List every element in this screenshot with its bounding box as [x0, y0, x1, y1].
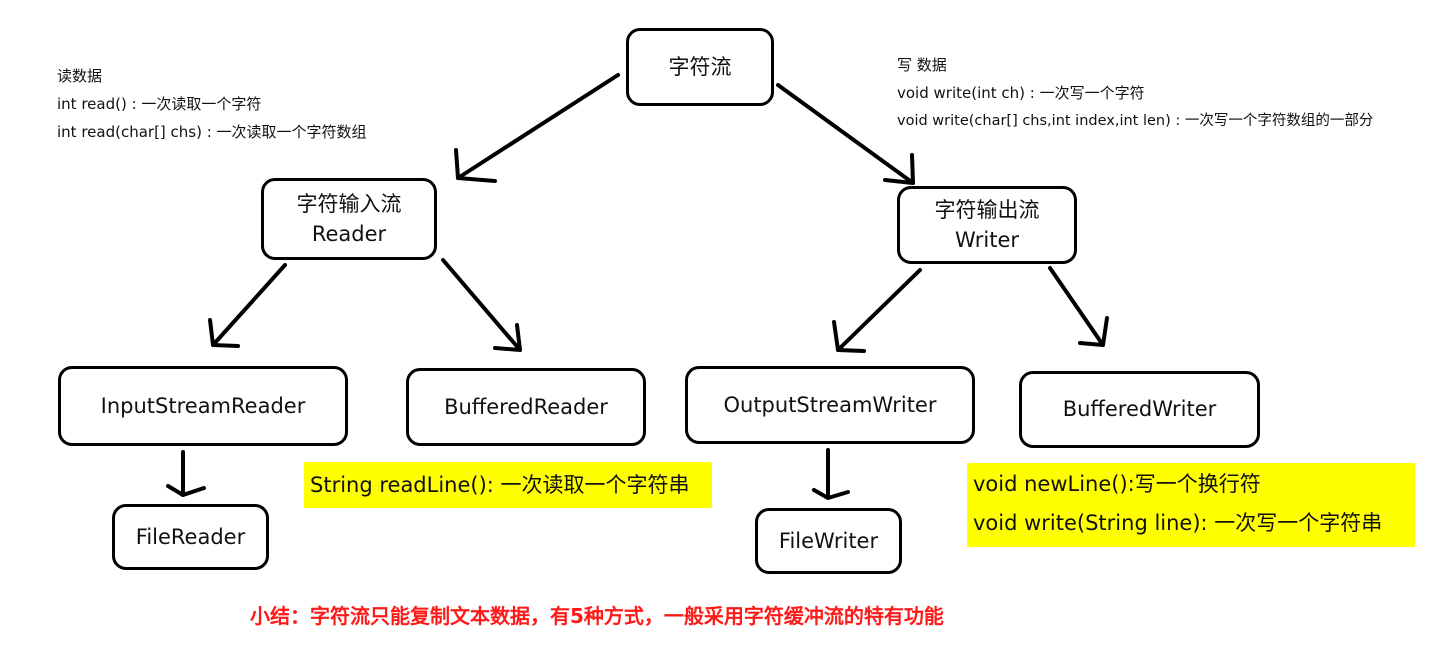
node-writer-title: 字符输出流: [934, 197, 1040, 222]
arrow-outputstreamwriter-to-filewriter: [812, 448, 850, 500]
node-char-stream: 字符流: [626, 28, 774, 106]
read-notes-line-1: int read() : 一次读取一个字符: [57, 95, 262, 113]
node-filereader-label: FileReader: [135, 524, 246, 549]
arrow-reader-to-bufferedreader: [441, 258, 522, 352]
arrow-writer-to-bufferedwriter: [1048, 266, 1109, 347]
read-notes-title: 读数据: [57, 67, 103, 85]
arrow-root-to-reader: [454, 73, 620, 183]
summary-text: 小结：字符流只能复制文本数据，有5种方式，一般采用字符缓冲流的特有功能: [250, 604, 944, 628]
bufferedreader-note-line-1: String readLine(): 一次读取一个字符串: [310, 473, 690, 497]
bufferedwriter-note: void newLine():写一个换行符 void write(String …: [967, 463, 1415, 547]
write-notes: 写 数据 void write(int ch) : 一次写一个字符 void w…: [897, 51, 1373, 135]
node-outputstreamwriter-label: OutputStreamWriter: [723, 392, 937, 417]
node-bufferedwriter-label: BufferedWriter: [1062, 397, 1217, 422]
node-writer: 字符输出流 Writer: [897, 186, 1077, 264]
node-bufferedreader-label: BufferedReader: [444, 394, 608, 419]
arrow-reader-to-inputstreamreader: [208, 263, 287, 348]
node-inputstreamreader: InputStreamReader: [58, 366, 348, 446]
node-bufferedwriter: BufferedWriter: [1019, 371, 1260, 448]
bufferedwriter-note-line-2: void write(String line): 一次写一个字符串: [973, 511, 1383, 535]
arrow-root-to-writer: [776, 83, 915, 185]
write-notes-title: 写 数据: [897, 56, 947, 74]
arrow-writer-to-outputstreamwriter: [832, 268, 922, 353]
arrow-inputstreamreader-to-filereader: [166, 450, 206, 497]
node-filereader: FileReader: [112, 504, 269, 570]
node-outputstreamwriter: OutputStreamWriter: [685, 366, 975, 444]
node-bufferedreader: BufferedReader: [406, 368, 646, 446]
bufferedwriter-note-line-1: void newLine():写一个换行符: [973, 472, 1261, 496]
node-filewriter-label: FileWriter: [778, 528, 879, 553]
write-notes-line-2: void write(char[] chs,int index,int len)…: [897, 113, 1374, 129]
read-notes-line-2: int read(char[] chs) : 一次读取一个字符数组: [57, 123, 367, 141]
write-notes-line-1: void write(int ch) : 一次写一个字符: [897, 84, 1145, 102]
bufferedreader-note: String readLine(): 一次读取一个字符串: [304, 462, 712, 508]
read-notes: 读数据 int read() : 一次读取一个字符 int read(char[…: [57, 62, 367, 146]
node-inputstreamreader-label: InputStreamReader: [100, 393, 306, 418]
node-reader: 字符输入流 Reader: [261, 178, 437, 260]
node-writer-class: Writer: [954, 228, 1020, 252]
node-reader-class: Reader: [311, 222, 387, 246]
node-char-stream-label: 字符流: [668, 54, 732, 79]
node-filewriter: FileWriter: [755, 508, 902, 574]
node-reader-title: 字符输入流: [296, 191, 402, 216]
